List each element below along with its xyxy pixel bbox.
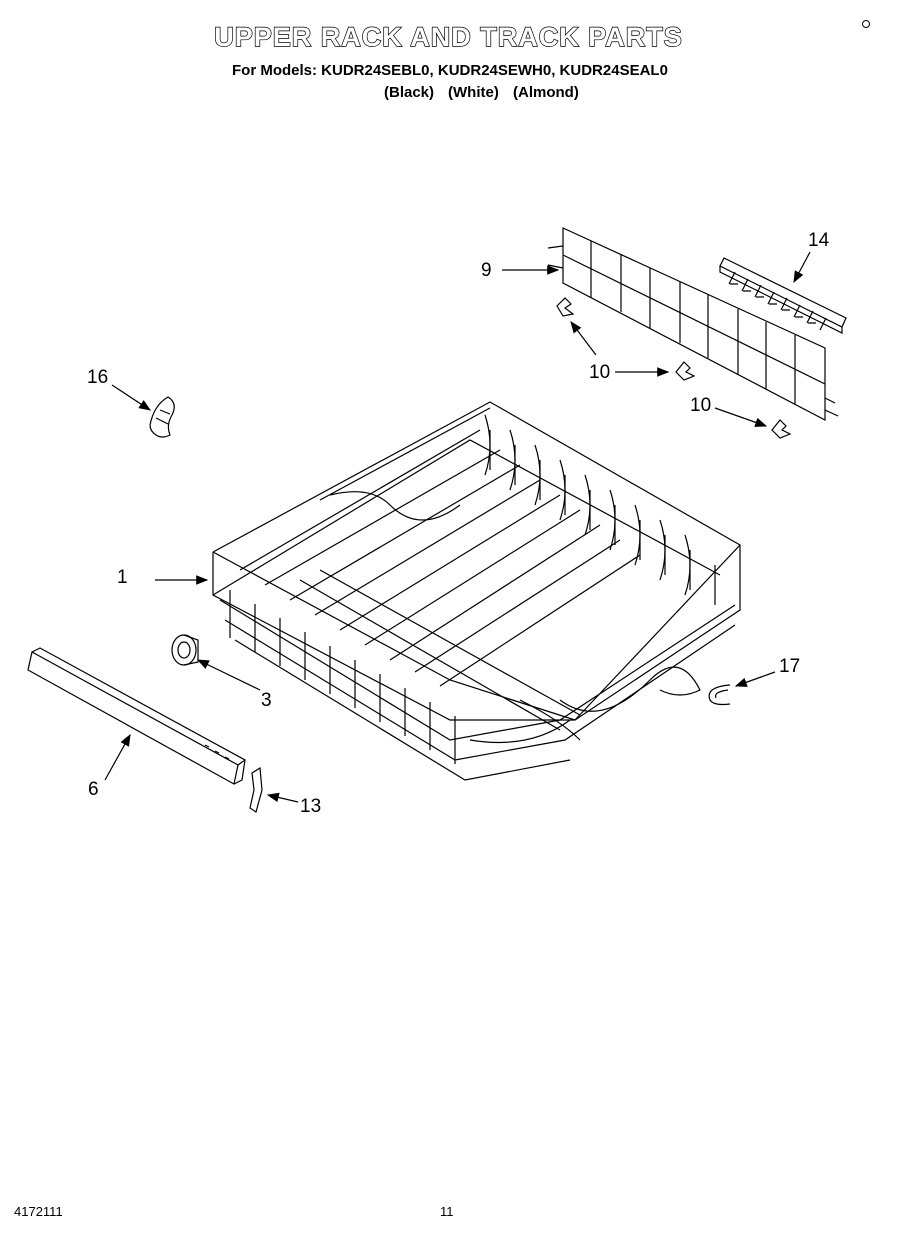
callout-10-b: 10 [690, 395, 712, 416]
color-black-label: (Black) [384, 84, 435, 101]
part-17-clip [708, 684, 731, 706]
part-10-clip-b [675, 361, 696, 381]
part-10-clip-c [771, 419, 792, 439]
callout-14: 14 [808, 230, 830, 251]
color-almond-label: (Almond) [513, 84, 579, 101]
part-16-clip [149, 396, 175, 438]
corner-mark [862, 20, 870, 28]
callout-1: 1 [117, 567, 128, 588]
callout-3: 3 [261, 690, 272, 711]
part-6-track [27, 647, 247, 785]
part-10-clip-a [556, 297, 575, 317]
leader-16 [111, 384, 152, 411]
leader-10-a [570, 321, 597, 356]
part-number: 4172111 [14, 1204, 63, 1219]
leader-17 [734, 671, 776, 687]
part-1-upper-rack [212, 401, 741, 781]
callout-6: 6 [88, 779, 99, 800]
leader-10-c [714, 407, 768, 427]
leader-6 [104, 733, 131, 781]
callout-9: 9 [481, 260, 492, 281]
callout-16: 16 [87, 367, 109, 388]
color-white-label: (White) [448, 84, 499, 101]
models-line: For Models: KUDR24SEBL0, KUDR24SEWH0, KU… [232, 62, 668, 79]
part-14-tine-strip [719, 257, 847, 334]
callout-17: 17 [779, 656, 801, 677]
part-13-track-stop [249, 766, 263, 813]
part-3-wheel [171, 634, 199, 666]
leader-14 [793, 251, 811, 284]
page-number: 11 [440, 1204, 454, 1219]
leader-13 [266, 792, 299, 803]
part-9-shield [547, 227, 839, 421]
page-title: UPPER RACK AND TRACK PARTS [214, 21, 683, 52]
callout-10-a: 10 [589, 362, 611, 383]
callout-13: 13 [300, 796, 322, 817]
leader-arrows [104, 251, 811, 803]
leader-3 [196, 659, 261, 691]
